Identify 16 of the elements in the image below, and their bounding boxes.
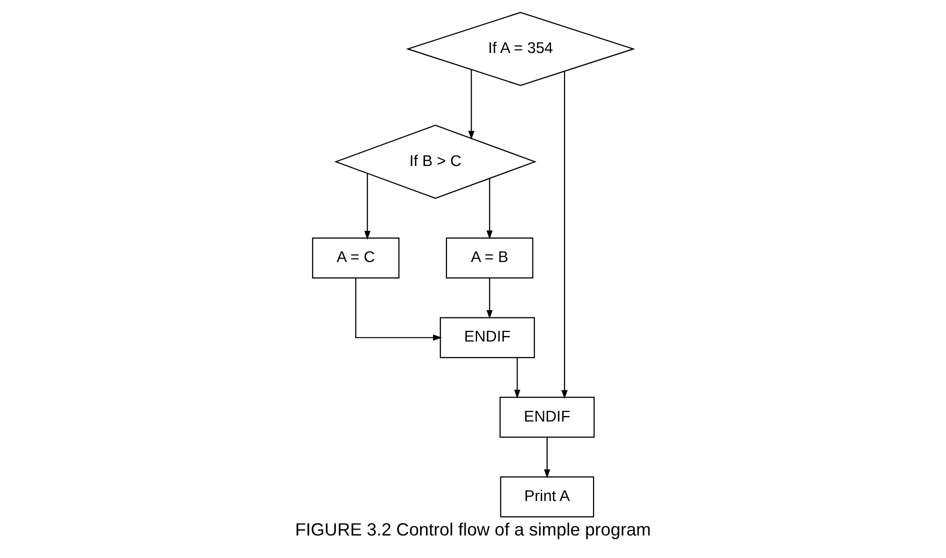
arrow xyxy=(355,278,442,341)
node-diamond: If B > C xyxy=(334,124,537,199)
arrow xyxy=(468,70,474,140)
node-diamond: If A = 354 xyxy=(406,12,636,86)
arrow xyxy=(561,71,568,399)
arrow xyxy=(544,437,550,478)
arrow xyxy=(364,174,370,240)
arrow xyxy=(486,278,493,319)
arrow xyxy=(514,358,520,399)
node-box: A = B xyxy=(446,238,534,278)
node-box: A = C xyxy=(312,238,400,278)
node-box: ENDIF xyxy=(500,396,595,438)
node-box: Print A xyxy=(500,476,594,518)
caption: FIGURE 3.2 Control flow of a simple program xyxy=(295,519,651,540)
node-box: ENDIF xyxy=(440,317,535,358)
arrow xyxy=(486,178,493,240)
